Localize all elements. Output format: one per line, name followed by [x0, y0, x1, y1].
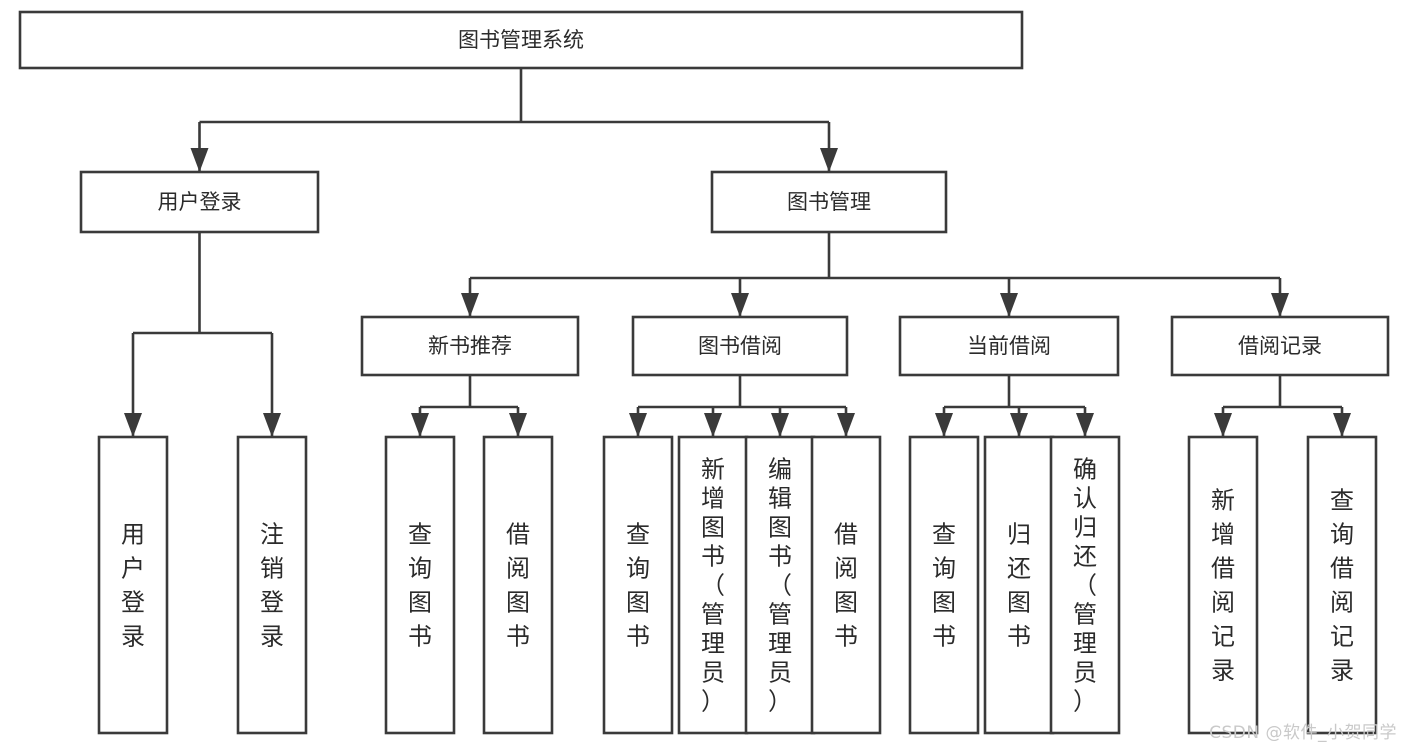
node-box-confirm-return-admin: [1049, 435, 1121, 735]
node-box-add-borrow-record: [1187, 435, 1259, 735]
arrow-head-icon-return-book: [1010, 413, 1028, 437]
node-confirm-return-admin[interactable]: 确认归还（管理员）: [1049, 435, 1121, 735]
node-query-book-2[interactable]: 查询图书: [602, 435, 674, 735]
node-box-current-borrow: [898, 315, 1120, 377]
node-box-user-login-do: [97, 435, 169, 735]
node-layer: 图书管理系统用户登录用户登录注销登录图书管理新书推荐查询图书借阅图书图书借阅查询…: [18, 10, 1390, 735]
arrow-head-icon-add-borrow-record: [1214, 413, 1232, 437]
node-label-book-borrow: 图书借阅: [698, 334, 782, 358]
node-query-borrow-record[interactable]: 查询借阅记录: [1306, 435, 1378, 735]
node-new-book-rec[interactable]: 新书推荐: [360, 315, 580, 377]
node-query-book-3[interactable]: 查询图书: [908, 435, 980, 735]
node-add-book-admin[interactable]: 新增图书（管理员）: [677, 435, 749, 735]
node-label-root: 图书管理系统: [458, 28, 584, 52]
node-box-return-book: [983, 435, 1055, 735]
node-label-confirm-return-admin: 确认归还（管理员）: [1073, 456, 1097, 716]
arrow-head-icon-query-book-1: [411, 413, 429, 437]
node-current-borrow[interactable]: 当前借阅: [898, 315, 1120, 377]
node-label-book-manage: 图书管理: [787, 190, 871, 214]
arrow-head-icon-new-book-rec: [461, 293, 479, 317]
node-book-borrow[interactable]: 图书借阅: [631, 315, 849, 377]
node-label-user-login: 用户登录: [158, 190, 242, 214]
arrow-head-icon-query-borrow-record: [1333, 413, 1351, 437]
arrow-head-icon-borrow-book-1: [509, 413, 527, 437]
node-box-user-login: [79, 170, 320, 234]
node-label-user-login-do: 用户登录: [121, 521, 145, 651]
node-label-query-book-3: 查询图书: [932, 521, 956, 651]
node-query-book-1[interactable]: 查询图书: [384, 435, 456, 735]
arrow-head-icon-query-book-2: [629, 413, 647, 437]
node-book-manage[interactable]: 图书管理: [710, 170, 948, 234]
node-box-add-book-admin: [677, 435, 749, 735]
node-box-book-manage: [710, 170, 948, 234]
connector-layer: [124, 68, 1351, 437]
node-label-new-book-rec: 新书推荐: [428, 334, 512, 358]
node-label-add-book-admin: 新增图书（管理员）: [701, 456, 725, 716]
node-user-login-do[interactable]: 用户登录: [97, 435, 169, 735]
node-box-query-borrow-record: [1306, 435, 1378, 735]
node-label-edit-book-admin: 编辑图书（管理员）: [768, 456, 792, 716]
node-user-logout[interactable]: 注销登录: [236, 435, 308, 735]
node-label-borrow-book-1: 借阅图书: [506, 521, 530, 651]
node-box-root: [18, 10, 1024, 70]
node-box-query-book-2: [602, 435, 674, 735]
node-borrow-record[interactable]: 借阅记录: [1170, 315, 1390, 377]
arrow-head-icon-borrow-record: [1271, 293, 1289, 317]
node-label-query-book-2: 查询图书: [626, 521, 650, 651]
node-label-return-book: 归还图书: [1007, 521, 1031, 651]
node-add-borrow-record[interactable]: 新增借阅记录: [1187, 435, 1259, 735]
node-return-book[interactable]: 归还图书: [983, 435, 1055, 735]
node-edit-book-admin[interactable]: 编辑图书（管理员）: [744, 435, 816, 735]
arrow-head-icon-confirm-return-admin: [1076, 413, 1094, 437]
node-box-book-borrow: [631, 315, 849, 377]
arrow-head-icon-user-logout: [263, 413, 281, 437]
node-borrow-book-2[interactable]: 借阅图书: [810, 435, 882, 735]
node-borrow-book-1[interactable]: 借阅图书: [482, 435, 554, 735]
arrow-head-icon-user-login-do: [124, 413, 142, 437]
node-root[interactable]: 图书管理系统: [18, 10, 1024, 70]
arrow-head-icon-book-borrow: [731, 293, 749, 317]
node-label-current-borrow: 当前借阅: [967, 334, 1051, 358]
node-label-query-book-1: 查询图书: [408, 521, 432, 651]
node-label-add-borrow-record: 新增借阅记录: [1211, 487, 1235, 685]
node-box-new-book-rec: [360, 315, 580, 377]
arrow-head-icon-query-book-3: [935, 413, 953, 437]
node-box-borrow-record: [1170, 315, 1390, 377]
node-box-borrow-book-2: [810, 435, 882, 735]
arrow-head-icon-user-login: [190, 148, 209, 172]
node-label-borrow-book-2: 借阅图书: [834, 521, 858, 651]
arrow-head-icon-edit-book-admin: [771, 413, 789, 437]
node-box-query-book-3: [908, 435, 980, 735]
arrow-head-icon-current-borrow: [1000, 293, 1018, 317]
node-label-borrow-record: 借阅记录: [1238, 334, 1322, 358]
node-label-query-borrow-record: 查询借阅记录: [1330, 487, 1354, 685]
arrow-head-icon-add-book-admin: [704, 413, 722, 437]
arrow-head-icon-borrow-book-2: [837, 413, 855, 437]
node-box-borrow-book-1: [482, 435, 554, 735]
node-box-query-book-1: [384, 435, 456, 735]
node-user-login[interactable]: 用户登录: [79, 170, 320, 234]
arrow-head-icon-book-manage: [820, 148, 838, 172]
node-box-user-logout: [236, 435, 308, 735]
node-label-user-logout: 注销登录: [260, 521, 284, 651]
